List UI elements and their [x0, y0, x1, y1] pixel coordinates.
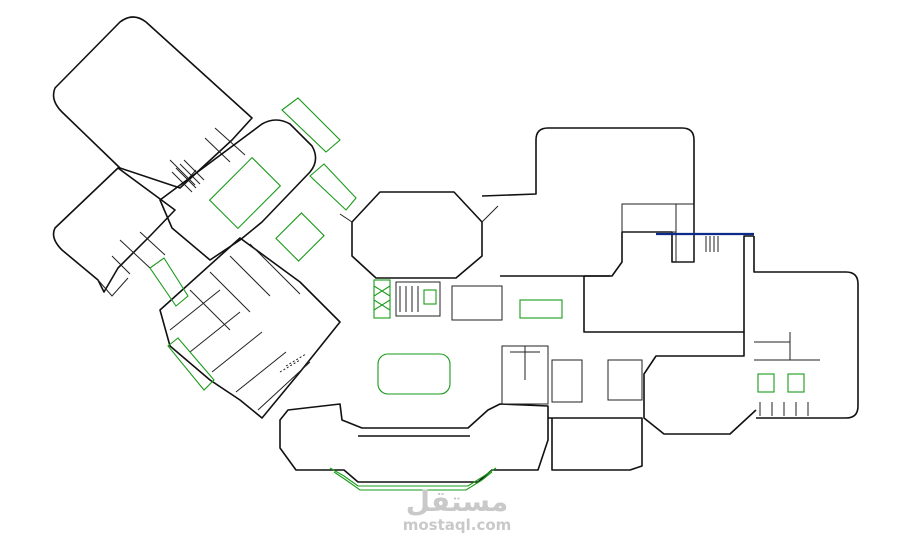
stair-top-left — [171, 159, 205, 193]
mostaql-watermark: مستقل mostaql.com — [392, 485, 522, 535]
stair-block — [373, 279, 503, 321]
right-hall-fixture — [519, 299, 563, 319]
right-wing — [643, 236, 859, 435]
lower-left-rooms — [159, 237, 341, 419]
watermark-arabic: مستقل — [405, 485, 509, 518]
hall-fixture-1 — [208, 156, 282, 230]
top-left-wing — [52, 16, 253, 193]
upper-right-block — [481, 127, 754, 333]
lower-middle-rooms — [501, 345, 643, 471]
watermark-latin: mostaql.com — [402, 516, 512, 534]
hall-fixture-2 — [275, 212, 325, 262]
left-wing — [52, 167, 176, 297]
main-hall — [279, 353, 549, 491]
left-glazing — [149, 97, 357, 391]
central-fixture — [377, 353, 451, 395]
central-octagon — [339, 191, 499, 279]
central-diagonal-hall — [159, 119, 325, 262]
